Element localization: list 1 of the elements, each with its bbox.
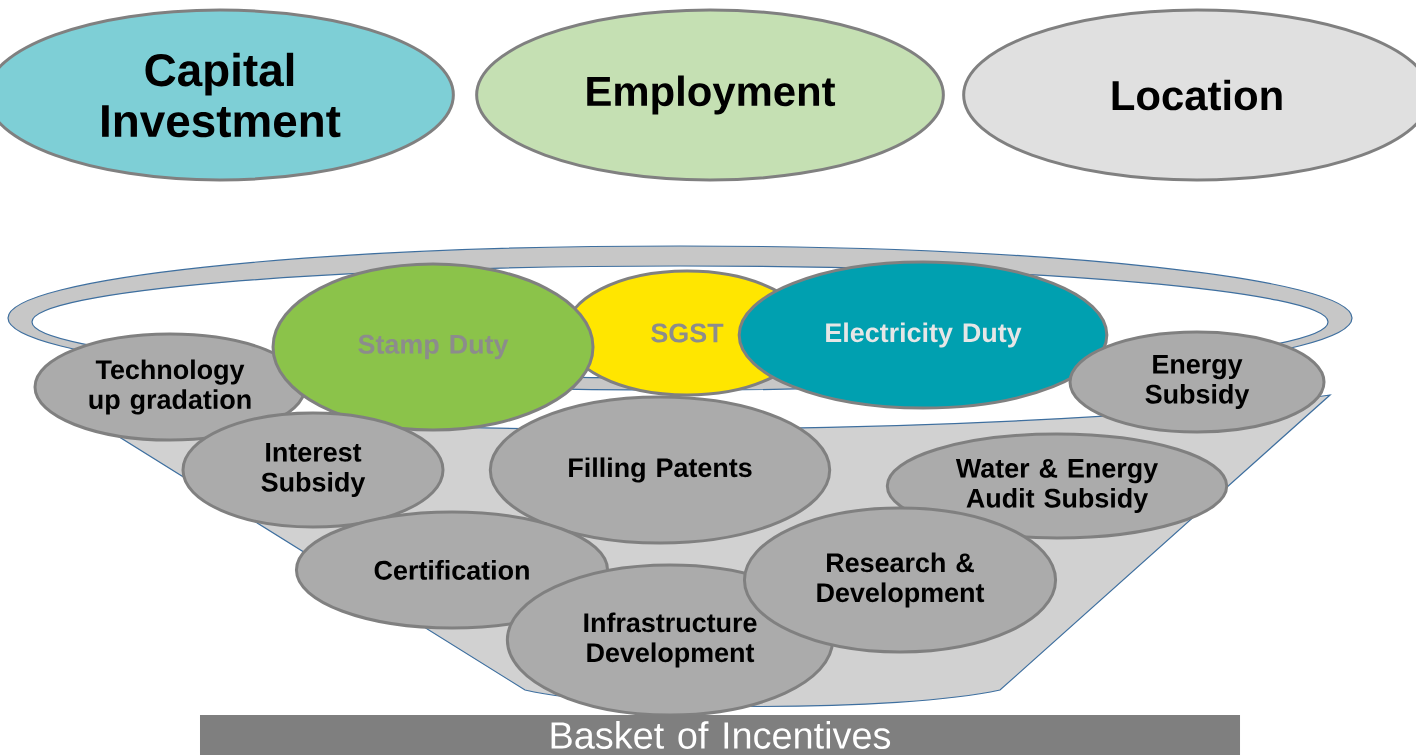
- basket-bar: Basket of Incentives: [200, 715, 1240, 755]
